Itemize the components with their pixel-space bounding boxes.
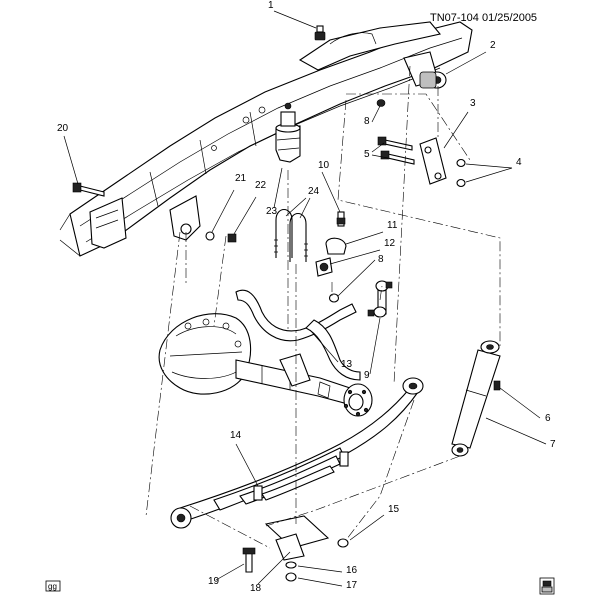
- callout-19: 19: [208, 576, 220, 587]
- callout-24: 24: [308, 186, 320, 197]
- callout-7: 7: [550, 439, 556, 450]
- callout-16: 16: [346, 565, 358, 576]
- part-24-u-bolts: [274, 208, 308, 262]
- callout-2: 2: [490, 40, 496, 51]
- callout-23: 23: [266, 206, 278, 217]
- callout-8: 8: [378, 254, 384, 265]
- corner-code-box: gg: [45, 580, 61, 592]
- assembly-lines: [145, 65, 501, 549]
- callout-9: 9: [364, 370, 370, 381]
- callout-17: 17: [346, 580, 358, 591]
- vehicle-icon: [539, 577, 555, 595]
- part-18-spring-plate: [264, 515, 330, 561]
- part-2-bushing: [419, 71, 447, 89]
- part-8-nut-lower: [328, 293, 340, 303]
- part-16-washer: [285, 561, 297, 569]
- part-15-nut: [337, 538, 349, 548]
- part-8-nut-upper: [376, 99, 386, 107]
- callout-8: 8: [364, 116, 370, 127]
- leader-lines: [63, 10, 547, 587]
- figure-id: TN07-104: [430, 12, 479, 24]
- part-10-bolt: [336, 211, 346, 227]
- callout-15: 15: [388, 504, 400, 515]
- part-23-jounce-bumper: [275, 102, 301, 163]
- callout-10: 10: [318, 160, 330, 171]
- part-3-shackle: [419, 137, 447, 185]
- part-14-leaf-spring: [170, 377, 424, 529]
- part-21-washer: [205, 231, 215, 241]
- callout-20: 20: [57, 123, 69, 134]
- callout-12: 12: [384, 238, 396, 249]
- callout-6: 6: [545, 413, 551, 424]
- corner-code: gg: [48, 582, 57, 591]
- callout-21: 21: [235, 173, 247, 184]
- callout-14: 14: [230, 430, 242, 441]
- callout-11: 11: [387, 220, 398, 231]
- part-11-clamp: [325, 237, 347, 255]
- callout-18: 18: [250, 583, 262, 594]
- callout-22: 22: [255, 180, 267, 191]
- part-17-nut: [285, 572, 297, 582]
- part-6-bolt: [493, 380, 501, 391]
- part-1-nut: [314, 25, 326, 41]
- callout-3: 3: [470, 98, 476, 109]
- part-4-nuts: [456, 158, 466, 188]
- part-22-nut: [227, 233, 237, 243]
- part-20-bolt: [72, 182, 105, 197]
- callout-1: 1: [268, 0, 274, 11]
- frame-rail: [59, 21, 473, 257]
- part-12-bushing: [315, 257, 333, 277]
- part-19-bolt: [242, 547, 256, 573]
- figure-date: 01/25/2005: [482, 12, 537, 24]
- part-5-bolts: [377, 136, 415, 165]
- callout-13: 13: [341, 359, 353, 370]
- part-9-link: [367, 280, 393, 318]
- callout-4: 4: [516, 157, 522, 168]
- part-7-shock-absorber: [451, 340, 501, 457]
- callout-5: 5: [364, 149, 370, 160]
- rear-axle: [158, 313, 373, 417]
